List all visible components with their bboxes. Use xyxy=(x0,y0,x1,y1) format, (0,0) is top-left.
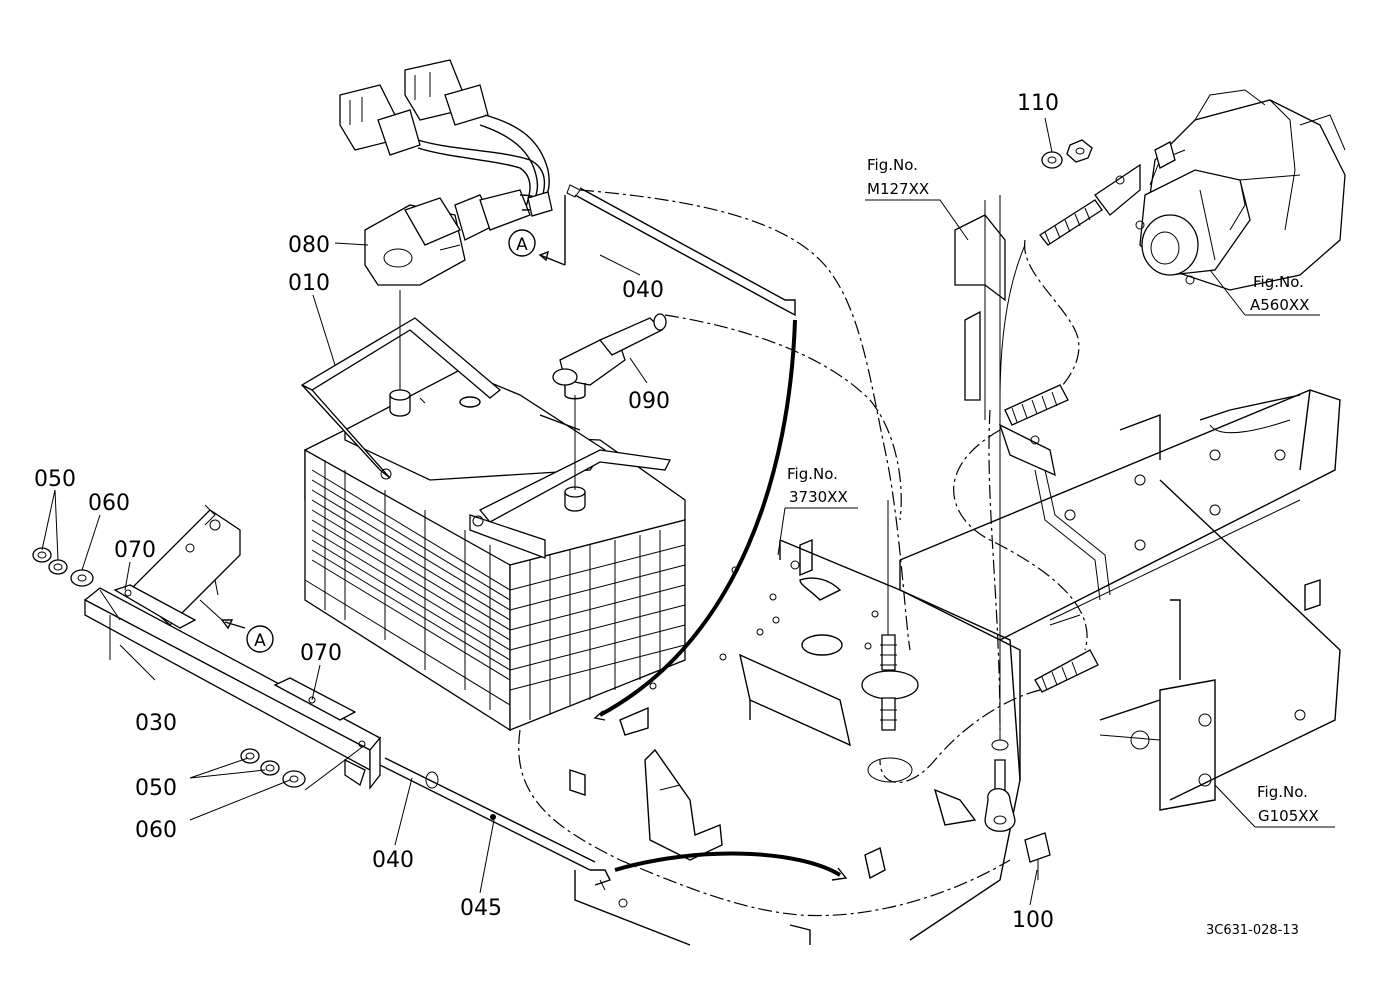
label-045: 045 xyxy=(460,896,502,921)
figref-a560-title: Fig.No. xyxy=(1253,273,1304,291)
figref-3730-title: Fig.No. xyxy=(787,465,838,483)
figref-m127-code: M127XX xyxy=(867,180,929,198)
figref-3730-code: 3730XX xyxy=(789,488,848,506)
label-060-lower: 060 xyxy=(135,818,177,843)
nut-washer-110 xyxy=(1041,139,1093,169)
hold-down-rod-040-upper xyxy=(566,184,796,317)
upright-bracket xyxy=(954,195,1111,601)
figref-g105-title: Fig.No. xyxy=(1257,783,1308,801)
view-marker-a-upper: A xyxy=(508,195,566,266)
nuts-washers-lower xyxy=(240,748,306,788)
hold-down-rod-040-lower xyxy=(379,757,611,891)
routing-arrow-curve xyxy=(599,319,797,717)
floor-plate xyxy=(569,538,1021,946)
battery-bracket-030 xyxy=(83,504,382,790)
label-030: 030 xyxy=(135,711,177,736)
label-080: 080 xyxy=(288,233,330,258)
routing-arrow-head xyxy=(593,710,606,721)
label-110: 110 xyxy=(1017,91,1059,116)
label-060-upper: 060 xyxy=(88,491,130,516)
leader-lines xyxy=(41,117,1335,906)
routing-arrow-lower xyxy=(614,851,842,877)
label-090: 090 xyxy=(628,389,670,414)
label-010: 010 xyxy=(288,271,330,296)
figref-m127-title: Fig.No. xyxy=(867,156,918,174)
negative-cable-090 xyxy=(552,313,667,490)
nuts-washers-upper xyxy=(32,547,94,587)
label-100: 100 xyxy=(1012,908,1054,933)
figref-g105-code: G105XX xyxy=(1258,807,1319,825)
label-070-left: 070 xyxy=(114,538,156,563)
harness-connectors xyxy=(339,59,553,390)
figref-a560-code: A560XX xyxy=(1250,296,1309,314)
label-040-upper: 040 xyxy=(622,278,664,303)
label-050-upper: 050 xyxy=(34,467,76,492)
view-marker-a-lower: A xyxy=(199,599,274,653)
chassis-frame xyxy=(899,389,1341,811)
starter-cable xyxy=(984,163,1141,880)
drawing-reference-number: 3C631-028-13 xyxy=(1206,923,1299,938)
starter-motor xyxy=(1135,89,1346,291)
label-050-lower: 050 xyxy=(135,776,177,801)
grommet-terminal xyxy=(861,500,919,783)
battery xyxy=(304,369,686,732)
battery-side-ribs xyxy=(509,530,686,720)
figure-references: Fig.No. M127XX Fig.No. A560XX Fig.No. 37… xyxy=(787,156,1319,825)
routing-arrow-lower-head xyxy=(831,867,848,881)
svg-text:A: A xyxy=(254,631,266,651)
label-070-right: 070 xyxy=(300,641,342,666)
svg-text:A: A xyxy=(516,235,528,255)
label-040-lower: 040 xyxy=(372,848,414,873)
part-labels: 080 010 040 090 050 060 070 070 030 050 … xyxy=(34,91,1059,933)
battery-front-ribs xyxy=(304,460,511,710)
